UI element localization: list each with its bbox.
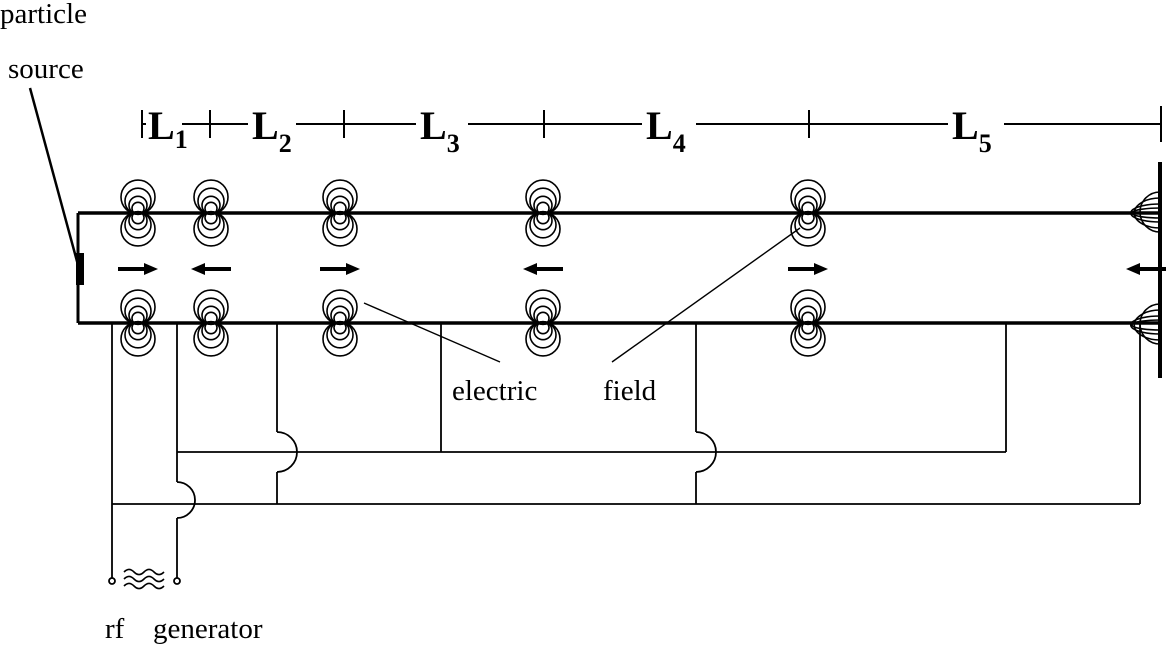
segment-label-1: L1 [148,103,188,154]
segment-label-3: L3 [420,103,460,158]
field-arrow-right [320,263,360,275]
rf-wiring [108,323,1141,585]
rf-generator-symbol [123,568,165,590]
field-loop-cluster [322,289,358,357]
field-loop-cluster [790,179,826,247]
field-label: field [603,375,657,407]
segment-label-5: L5 [952,103,992,158]
drift-tube-walls [76,162,1162,378]
field-arrow-left [191,263,231,275]
particle-source-leader [28,87,80,266]
rf-label: rf [105,613,125,645]
field-arrow-right [788,263,828,275]
generator-label: generator [153,613,263,645]
gap-field-loops [120,179,826,357]
source-label: source [8,53,84,85]
segment-label-2: L2 [252,103,292,158]
electric-field-leaders [363,227,801,363]
segment-labels: L1 L2 L3 L4 L5 [146,103,1004,158]
field-loop-cluster [120,289,156,357]
field-loop-cluster [193,289,229,357]
field-direction-arrows [118,263,1166,275]
electric-label: electric [452,375,537,407]
field-arrow-right [118,263,158,275]
field-loop-cluster [120,179,156,247]
field-loop-cluster [322,179,358,247]
particle-label: particle [0,0,87,30]
field-loop-cluster [525,179,561,247]
field-loop-cluster [193,179,229,247]
particle-source-block [76,253,84,285]
particle-source [28,87,84,285]
field-loop-cluster [525,289,561,357]
field-loop-cluster [790,289,826,357]
segment-label-4: L4 [646,103,686,158]
field-arrow-left [523,263,563,275]
field-arrow-left [1126,263,1166,275]
